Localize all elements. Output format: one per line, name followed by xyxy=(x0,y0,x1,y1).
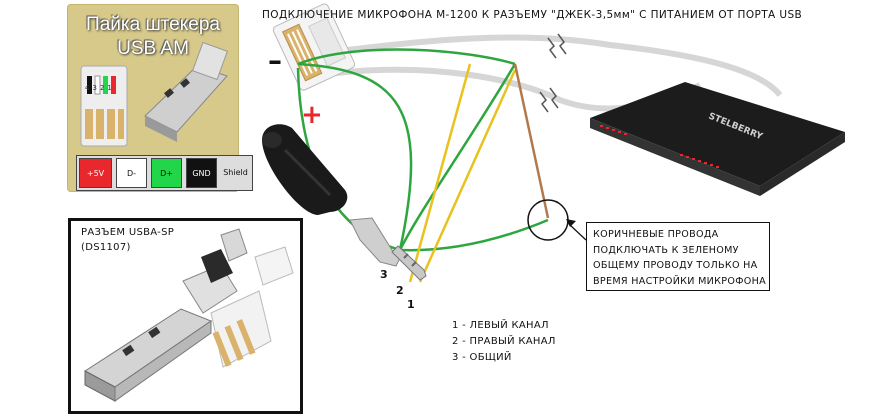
pin-shield: Shield xyxy=(221,158,250,186)
note-line: ОБЩЕМУ ПРОВОДУ ТОЛЬКО НА xyxy=(593,260,758,271)
contact-digit: 3 xyxy=(92,84,100,92)
legend-common: 3 - ОБЩИЙ xyxy=(452,352,512,363)
usb-contact-digits: 4321 xyxy=(85,84,115,92)
jack-contact-3: 3 xyxy=(380,268,388,281)
usb-plug-top xyxy=(272,3,356,91)
device-leds xyxy=(600,125,719,168)
green-wire-1 xyxy=(297,48,516,66)
legend-right-channel: 2 - ПРАВЫЙ КАНАЛ xyxy=(452,336,556,347)
pin-d-minus: D- xyxy=(116,158,147,188)
cable-break-mark-2 xyxy=(539,87,559,113)
connector-title-line1: РАЗЪЕМ USBA-SP xyxy=(81,227,175,238)
brown-wire xyxy=(513,63,550,219)
yellow-wire-1 xyxy=(408,63,472,283)
brown-wires-note: КОРИЧНЕВЫЕ ПРОВОДА ПОДКЛЮЧАТЬ К ЗЕЛЕНОМУ… xyxy=(586,222,770,291)
green-wire-4 xyxy=(399,218,549,252)
diagram-title: ПОДКЛЮЧЕНИЕ МИКРОФОНА М-1200 К РАЗЪЕМУ "… xyxy=(262,9,803,21)
contact-digit: 4 xyxy=(85,84,93,92)
note-line: КОРИЧНЕВЫЕ ПРОВОДА xyxy=(593,229,719,240)
usb-plug-illustration xyxy=(80,41,228,147)
cable-break-mark-1 xyxy=(547,33,567,59)
jack-contact-1: 1 xyxy=(407,298,415,311)
usb-pin-legend: +5V D- D+ GND Shield xyxy=(76,155,253,191)
jack-plug xyxy=(262,124,427,281)
pin-gnd: GND xyxy=(186,158,217,188)
note-line: ПОДКЛЮЧАТЬ К ЗЕЛЕНОМУ xyxy=(593,244,739,256)
plus-sign: + xyxy=(301,100,323,130)
note-arrow-head xyxy=(566,219,576,227)
green-wire-2 xyxy=(297,62,413,251)
usb-panel-title-line1: Пайка штекера xyxy=(86,14,220,35)
connector-title-line2: (DS1107) xyxy=(81,242,131,253)
legend-left-channel: 1 - ЛЕВЫЙ КАНАЛ xyxy=(452,320,549,331)
stelberry-device: STELBERRY xyxy=(590,82,845,196)
usb-panel-title-line2: USB AM xyxy=(117,38,189,59)
connector-panel: РАЗЪЕМ USBA-SP (DS1107) xyxy=(68,218,303,414)
yellow-wire-2 xyxy=(418,69,517,283)
note-arrow-line xyxy=(569,224,587,241)
contact-digit: 2 xyxy=(99,84,108,92)
pin-5v: +5V xyxy=(79,158,112,188)
note-line: ВРЕМЯ НАСТРОЙКИ МИКРОФОНА xyxy=(593,275,766,287)
pin-d-plus: D+ xyxy=(151,158,182,188)
green-wire-3 xyxy=(398,63,517,251)
connector-exploded-illustration xyxy=(84,228,294,402)
jack-contact-2: 2 xyxy=(396,284,404,297)
white-cable-upper xyxy=(329,34,783,97)
contact-digit: 1 xyxy=(107,84,115,92)
minus-sign: – xyxy=(268,44,282,77)
